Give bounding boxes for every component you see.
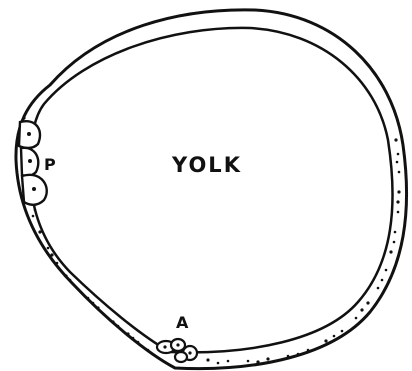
a-label: A [176,313,189,332]
rim-dot [287,355,290,358]
yolk-label: YOLK [171,153,242,177]
rim-dot [397,190,400,193]
rim-dot [397,153,400,156]
rim-dot [396,161,399,164]
rim-dot [107,317,110,320]
rim-dot [394,138,397,141]
rim-dot [389,250,392,253]
rim-dot [377,287,380,290]
rim-dot [76,287,79,290]
posterior-nucleus-3 [32,187,36,191]
posterior-nucleus-1 [27,132,31,136]
anterior-nucleus-3 [188,351,191,354]
anterior-nucleus-1 [163,345,166,348]
rim-dot [397,211,400,214]
rim-dot [56,262,59,265]
rim-dot [111,320,114,323]
rim-dot [147,349,150,352]
rim-dot [366,301,369,304]
rim-dot [247,360,250,363]
yolk-boundary [30,28,393,352]
rim-dot [117,325,120,328]
rim-dot [206,358,209,361]
rim-dot [333,335,336,338]
rim-dot [355,317,358,320]
rim-dot [92,302,95,305]
anterior-cell-cluster [157,339,197,362]
rim-dot [69,279,72,282]
rim-dot [87,297,90,300]
rim-dot [297,353,300,356]
rim-dot [32,215,35,218]
p-label: P [44,155,56,174]
rim-dot [64,274,67,277]
rim-dot [217,362,220,365]
rim-dot [96,306,99,309]
rim-dot [126,332,129,335]
rim-dot [22,116,25,119]
rim-dot [381,279,384,282]
rim-dot [385,269,388,272]
outer-egg-outline [16,10,407,369]
posterior-cell-cluster [19,121,47,205]
anterior-nucleus-2 [176,343,179,346]
rim-dot [227,360,230,363]
rim-dot [394,231,397,234]
rim-dot [307,349,310,352]
rim-dot [398,171,401,174]
rim-dot [137,341,140,344]
rim-dot [396,200,399,203]
rim-dot [324,339,327,342]
rim-dot [38,230,41,233]
anterior-cell-4 [175,352,187,362]
rim-dot [360,308,363,311]
rim-dot [47,247,50,250]
posterior-nucleus-2 [28,159,32,163]
rim-dot [50,253,53,256]
rim-dot [256,360,259,363]
rim-dot [341,330,344,333]
rim-dot [34,209,37,212]
rim-dot [132,337,135,340]
rim-dot [393,241,396,244]
rim-dot [266,357,269,360]
